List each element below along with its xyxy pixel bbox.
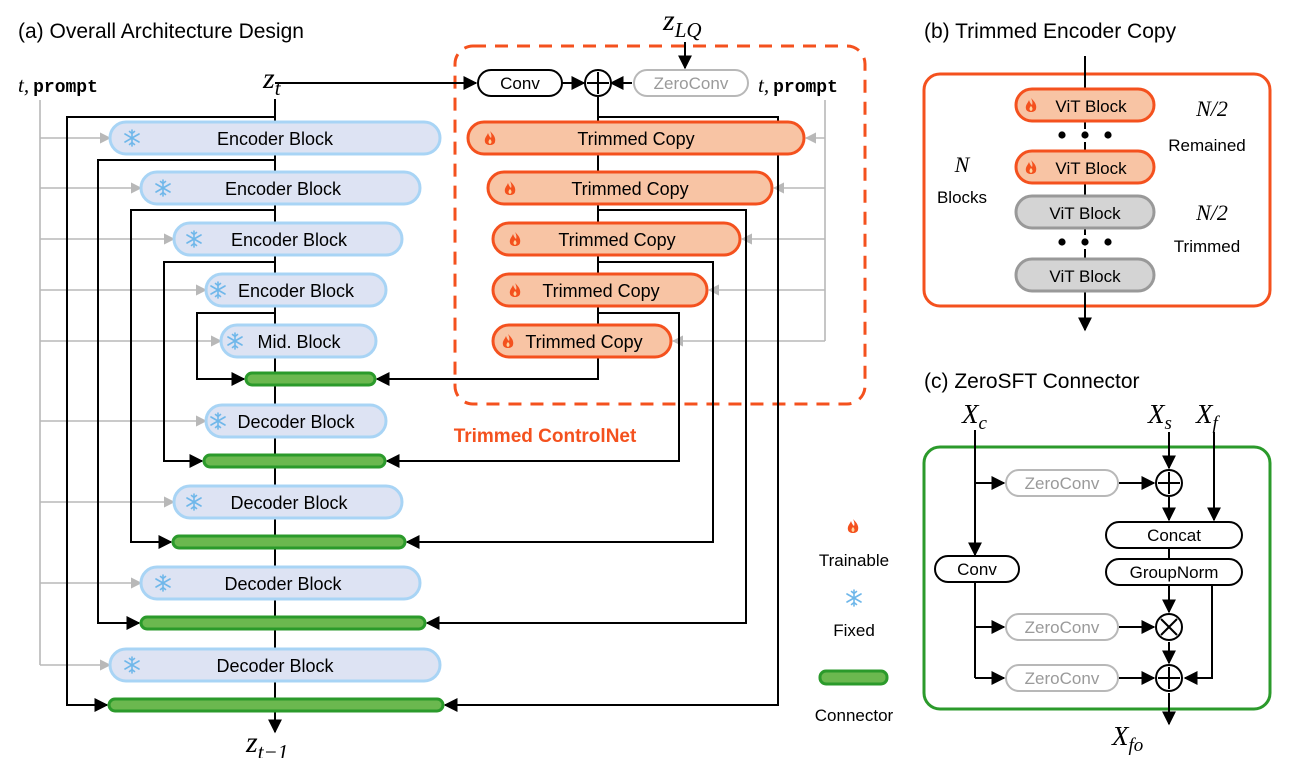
trimmed-copy-2: Trimmed Copy [486, 170, 774, 206]
connector-4 [139, 615, 427, 631]
connector-3 [171, 534, 407, 550]
trimmed-copy-3: Trimmed Copy [491, 221, 742, 257]
sft-plus-bottom [1155, 664, 1183, 692]
decoder-block-1: Decoder Block [204, 403, 388, 439]
connector-1 [244, 371, 377, 387]
z-lq-label: zLQ [662, 4, 702, 42]
t-prompt-left: t,prompt [18, 73, 98, 98]
svg-text:ViT Block: ViT Block [1055, 97, 1127, 116]
trimmed-copy-4: Trimmed Copy [491, 272, 709, 308]
zeroconv-2 [1005, 613, 1119, 641]
xfo-label: Xfo [1111, 721, 1143, 756]
encoder-block-2: Encoder Block [139, 170, 422, 206]
legend-fixed: Fixed [833, 621, 875, 640]
decoder-block-4: Decoder Block [108, 647, 442, 683]
conv-box [477, 69, 563, 97]
z-t-label: zt [262, 62, 282, 100]
decoder-block-2: Decoder Block [172, 484, 404, 520]
xc-label: Xc [961, 399, 988, 434]
svg-text:Encoder Block: Encoder Block [231, 230, 348, 250]
xs-label: Xs [1147, 399, 1172, 434]
controlnet-title: Trimmed ControlNet [454, 426, 637, 447]
svg-text:Trimmed Copy: Trimmed Copy [558, 230, 675, 250]
z-t-minus-1-label: zt−1 [245, 726, 288, 758]
mid-block: Mid. Block [219, 323, 378, 359]
connector-2 [202, 453, 387, 469]
svg-text:Decoder Block: Decoder Block [230, 493, 348, 513]
encoder-block-3: Encoder Block [172, 221, 404, 257]
controlnet-region [453, 44, 867, 406]
sft-plus-top [1155, 469, 1183, 497]
legend-connector-swatch [818, 669, 889, 686]
conv-label: Conv [500, 74, 540, 93]
concat-box [1105, 521, 1243, 549]
n-label: N [954, 152, 971, 177]
panel-a-title: (a) Overall Architecture Design [18, 20, 304, 43]
encoder-copy-frame [922, 72, 1272, 308]
encoder-block-1: Encoder Block [108, 120, 442, 156]
svg-text:Trimmed Copy: Trimmed Copy [542, 281, 659, 301]
trimmed-copy-5: Trimmed Copy [491, 323, 673, 359]
groupnorm-box [1105, 558, 1243, 586]
vit-block-4: ViT Block [1014, 257, 1156, 293]
zeroconv-label: ZeroConv [654, 74, 729, 93]
legend-connector: Connector [815, 706, 894, 725]
zeroconv-2-label: ZeroConv [1025, 618, 1100, 637]
main-flow-lines [66, 42, 779, 734]
svg-text:Encoder Block: Encoder Block [225, 179, 342, 199]
svg-text:ViT Block: ViT Block [1055, 159, 1127, 178]
legend-trainable: Trainable [819, 551, 889, 570]
svg-text:Trimmed Copy: Trimmed Copy [525, 332, 642, 352]
zerosft-frame [922, 445, 1272, 711]
plus-node [584, 69, 612, 97]
vit-block-3: ViT Block [1014, 194, 1156, 230]
xf-label: Xf [1195, 399, 1221, 434]
svg-text:Decoder Block: Decoder Block [237, 412, 355, 432]
trimmed-copy-1: Trimmed Copy [466, 120, 806, 156]
dots-top [1058, 131, 1112, 139]
panel-c-title: (c) ZeroSFT Connector [924, 370, 1140, 393]
blocks-label: Blocks [937, 188, 987, 207]
t-prompt-right: t,prompt [758, 73, 838, 98]
sft-conv-box [934, 555, 1020, 583]
zeroconv-1-label: ZeroConv [1025, 474, 1100, 493]
svg-text:Mid. Block: Mid. Block [257, 332, 341, 352]
svg-text:ViT Block: ViT Block [1049, 204, 1121, 223]
svg-text:Trimmed Copy: Trimmed Copy [571, 179, 688, 199]
encoder-block-4: Encoder Block [204, 272, 388, 308]
trainable-flame-icon [847, 519, 859, 533]
zeroconv-1 [1005, 469, 1119, 497]
groupnorm-label: GroupNorm [1130, 563, 1219, 582]
vit-block-1: ViT Block [1014, 87, 1156, 123]
svg-text:Encoder Block: Encoder Block [238, 281, 355, 301]
sft-conv-label: Conv [957, 560, 997, 579]
svg-text:Decoder Block: Decoder Block [224, 574, 342, 594]
zeroconv-3 [1005, 664, 1119, 692]
svg-text:ViT Block: ViT Block [1049, 267, 1121, 286]
trimmed-label: Trimmed [1174, 237, 1240, 256]
concat-label: Concat [1147, 526, 1201, 545]
connector-5 [107, 697, 445, 713]
sft-multiply [1155, 613, 1183, 641]
dots-bottom [1058, 238, 1112, 246]
svg-text:Encoder Block: Encoder Block [217, 129, 334, 149]
zeroconv-3-label: ZeroConv [1025, 669, 1100, 688]
fixed-snowflake-icon [846, 589, 862, 607]
zeroconv-box [633, 69, 749, 97]
svg-text:Decoder Block: Decoder Block [216, 656, 334, 676]
vit-block-2: ViT Block [1014, 149, 1156, 185]
panel-b-title: (b) Trimmed Encoder Copy [924, 20, 1177, 43]
n-half-top: N/2 [1195, 96, 1228, 121]
remained-label: Remained [1168, 136, 1246, 155]
svg-text:Trimmed Copy: Trimmed Copy [577, 129, 694, 149]
right-prompt-lines [671, 100, 826, 347]
n-half-bottom: N/2 [1195, 200, 1228, 225]
decoder-block-3: Decoder Block [139, 565, 422, 601]
zerosft-lines [968, 430, 1221, 726]
